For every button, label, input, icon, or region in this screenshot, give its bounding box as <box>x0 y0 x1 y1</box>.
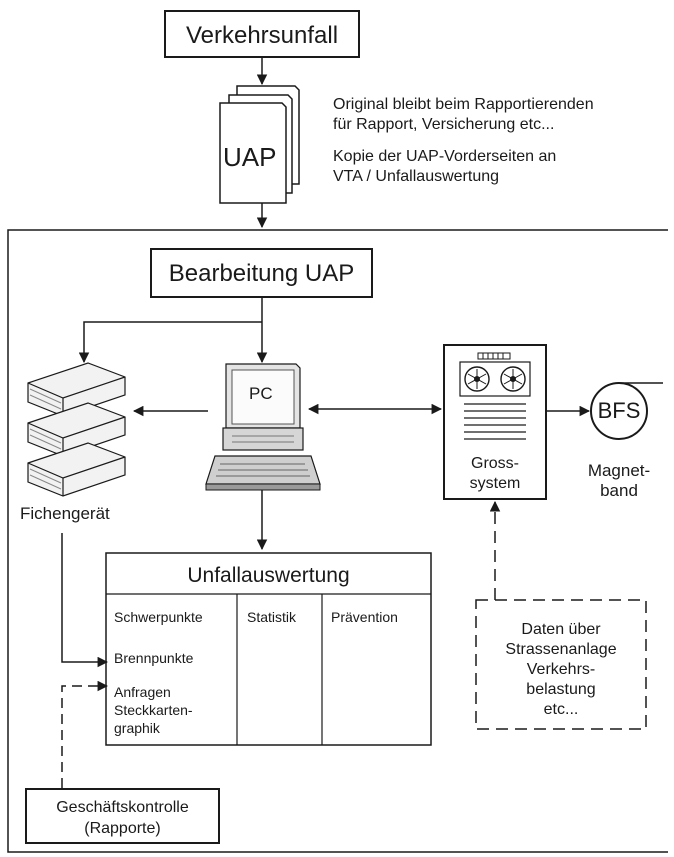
road-data-dashed-box <box>475 599 647 730</box>
uap-copy-note: Kopie der UAP-Vorderseiten an VTA / Unfa… <box>333 148 557 185</box>
arrow-processing-to-fiche <box>78 321 262 364</box>
uap-original-note: Original bleibt beim Rapportierenden für… <box>333 96 594 133</box>
fiche-label: Fichengerät <box>20 504 110 523</box>
arrow-control-to-anfragen <box>61 680 109 788</box>
gross-system-icon <box>443 344 547 500</box>
gross-system-label: Gross- system <box>469 455 521 492</box>
eval-item-anfragen: Anfragen Steckkarten- graphik <box>114 684 193 736</box>
evaluation-table-lines <box>105 552 432 746</box>
processing-box: Bearbeitung UAP <box>150 248 373 298</box>
evaluation-title: Unfallauswertung <box>187 564 350 587</box>
accident-title: Verkehrsunfall <box>185 22 339 49</box>
processing-title: Bearbeitung UAP <box>168 260 355 287</box>
road-data-text: Daten über Strassenanlage Verkehrs- bela… <box>505 621 617 718</box>
pc-computer-icon <box>205 363 321 491</box>
fiche-device-icon <box>27 362 126 497</box>
business-control-box: Geschäftskontrolle (Rapporte) <box>25 788 220 844</box>
accident-title-box: Verkehrsunfall <box>164 10 360 58</box>
bfs-label: BFS <box>597 398 641 423</box>
outer-frame <box>7 229 668 853</box>
bfs-tape-reel-icon <box>590 382 663 440</box>
uap-label: UAP <box>223 142 277 172</box>
magnetband-label: Magnet- band <box>587 461 651 500</box>
eval-item-brennpunkte: Brennpunkte <box>114 650 194 666</box>
eval-item-schwerpunkte: Schwerpunkte <box>114 609 203 625</box>
eval-column-statistik: Statistik <box>247 609 297 625</box>
pc-label: PC <box>249 384 273 403</box>
eval-column-praevention: Prävention <box>331 609 398 625</box>
uap-document-stack-icon <box>219 85 300 204</box>
business-control-label: Geschäftskontrolle (Rapporte) <box>56 799 189 837</box>
arrow-fiche-to-brennpunkte <box>61 533 109 668</box>
